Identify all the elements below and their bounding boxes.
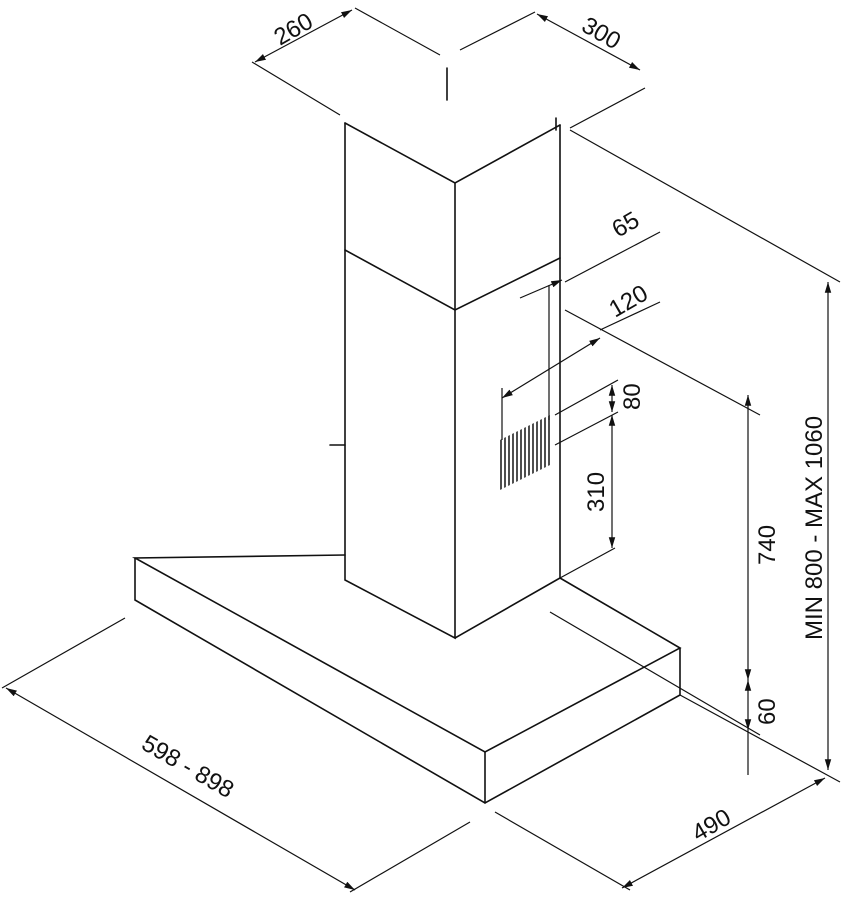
dimension-canopy-depth: 490: [494, 777, 826, 891]
label-65: 65: [608, 206, 645, 243]
dimension-total-height: MIN 800 - MAX 1060: [569, 129, 841, 783]
vent-grille: [500, 415, 550, 490]
chimney: [344, 67, 561, 640]
dimension-vent: 80 310: [554, 379, 646, 579]
label-310: 310: [583, 472, 610, 512]
label-300: 300: [577, 12, 625, 55]
label-490: 490: [688, 804, 736, 847]
dimension-chimney-depth: 260: [251, 7, 441, 116]
dimension-chimney-width: 300: [459, 11, 646, 129]
dimension-outlet-120: 120: [501, 280, 761, 440]
label-120: 120: [605, 280, 653, 323]
dimension-heights: 740 60: [549, 395, 781, 775]
label-total-height: MIN 800 - MAX 1060: [801, 416, 828, 640]
label-260: 260: [270, 8, 318, 51]
label-80: 80: [619, 383, 646, 410]
label-740: 740: [754, 525, 781, 565]
canopy: [131, 444, 682, 804]
label-60: 60: [754, 698, 781, 725]
